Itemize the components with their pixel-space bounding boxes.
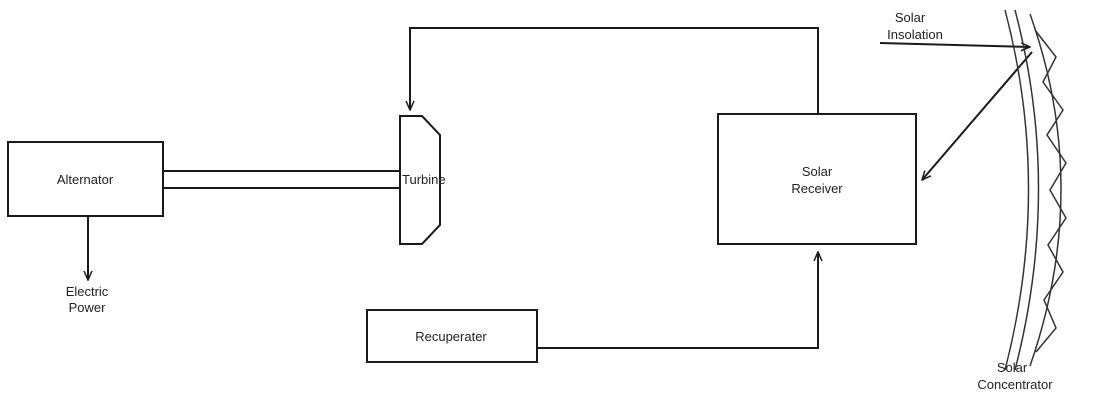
concentrator-middle-arc <box>1014 9 1040 371</box>
solar-insolation-label-line1: Solar <box>895 10 926 25</box>
concentrator-truss <box>1034 29 1067 353</box>
recuperater-label: Recuperater <box>415 329 487 344</box>
concentrator-inner-arc <box>1004 9 1030 371</box>
solar-receiver-label-line1: Solar <box>802 164 833 179</box>
recuperater-box <box>366 309 538 363</box>
solar-concentrator-dish <box>1004 9 1067 371</box>
recuperater-to-receiver-flow <box>537 252 818 349</box>
reflected-beam-arrow <box>922 51 1033 180</box>
turbine-shape <box>399 115 441 245</box>
electric-power-label-line1: Electric <box>66 284 109 299</box>
solar-receiver-box <box>717 113 917 245</box>
turbine-label: Turbine <box>402 172 446 187</box>
solar-concentrator-label-line1: Solar <box>997 360 1028 375</box>
receiver-to-turbine-flow <box>410 27 819 114</box>
solar-receiver-label-line2: Receiver <box>791 181 843 196</box>
solar-concentrator-label-line2: Concentrator <box>977 377 1053 392</box>
alternator-label: Alternator <box>57 172 114 187</box>
solar-insolation-arrow <box>879 42 1030 47</box>
solar-insolation-label-line2: Insolation <box>887 27 943 42</box>
electric-power-label-line2: Power <box>69 300 107 315</box>
alternator-box <box>7 141 164 217</box>
concentrator-outer-arc <box>1029 13 1062 367</box>
